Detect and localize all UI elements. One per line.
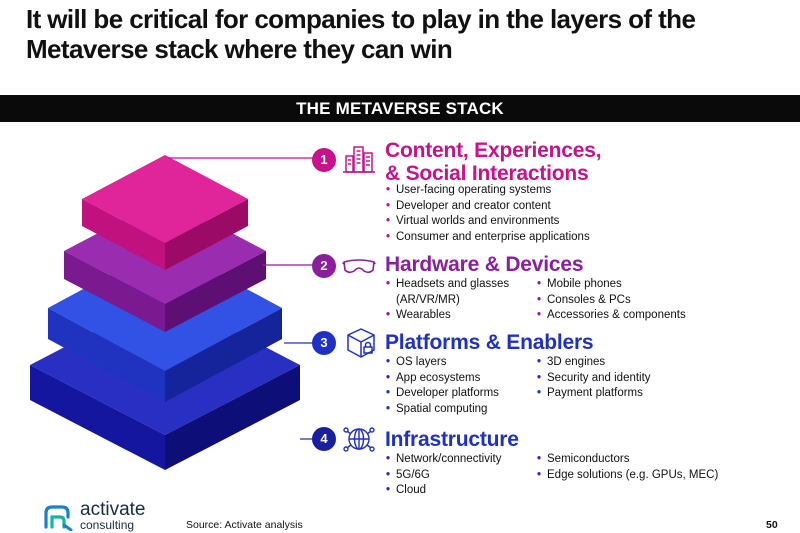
- list-item: App ecosystems: [386, 371, 526, 387]
- city-buildings-icon: [343, 146, 375, 173]
- page-number: 50: [766, 519, 778, 531]
- list-item: Wearables: [386, 308, 526, 324]
- list-item: Developer platforms: [386, 386, 526, 402]
- list-item: 3D engines: [537, 355, 737, 371]
- list-item: Headsets and glasses (AR/VR/MR): [386, 277, 526, 308]
- list-item: Virtual worlds and environments: [386, 214, 646, 230]
- list-item: Semiconductors: [537, 452, 757, 468]
- layer-1-number-badge: 1: [312, 148, 336, 172]
- layer-4-number-badge: 4: [312, 427, 336, 451]
- layer-3-heading: Platforms & Enablers: [385, 331, 594, 354]
- list-item: Consumer and enterprise applications: [386, 230, 646, 246]
- cube-lock-icon: [347, 328, 375, 358]
- layer-2-number-badge: 2: [312, 254, 336, 278]
- layer-4-heading: Infrastructure: [385, 428, 519, 451]
- layer-3-number-badge: 3: [312, 331, 336, 355]
- vr-goggles-icon: [342, 259, 376, 274]
- list-item: Network/connectivity: [386, 452, 526, 468]
- list-item: Mobile phones: [537, 277, 737, 293]
- activate-logo-icon: [44, 505, 73, 531]
- list-item: Developer and creator content: [386, 199, 646, 215]
- section-banner: THE METAVERSE STACK: [0, 95, 800, 122]
- list-item: OS layers: [386, 355, 526, 371]
- layer-2-bullet-list-right: Mobile phones Consoles & PCs Accessories…: [537, 277, 737, 324]
- layer-1-heading-line-1: Content, Experiences,: [385, 139, 602, 162]
- layer-1-bullet-list: User-facing operating systems Developer …: [386, 183, 646, 245]
- stack-slab-1: [82, 155, 248, 270]
- list-item: Edge solutions (e.g. GPUs, MEC): [537, 468, 757, 484]
- list-item: Cloud: [386, 483, 526, 499]
- source-note: Source: Activate analysis: [186, 519, 303, 531]
- list-item: Spatial computing: [386, 402, 526, 418]
- list-item: Consoles & PCs: [537, 293, 737, 309]
- logo-wordmark-activate: activate: [80, 499, 146, 520]
- layer-2-bullet-list-left: Headsets and glasses (AR/VR/MR) Wearable…: [386, 277, 526, 324]
- list-item: Accessories & components: [537, 308, 737, 324]
- layer-3-bullet-list-left: OS layers App ecosystems Developer platf…: [386, 355, 526, 417]
- layer-1-heading-line-2: & Social Interactions: [385, 162, 589, 185]
- layer-4-bullet-list-right: Semiconductors Edge solutions (e.g. GPUs…: [537, 452, 757, 483]
- network-globe-icon: [343, 427, 375, 452]
- page-title: It will be critical for companies to pla…: [26, 4, 696, 64]
- layer-3-bullet-list-right: 3D engines Security and identity Payment…: [537, 355, 737, 402]
- logo-wordmark-consulting: consulting: [80, 518, 135, 532]
- list-item: Security and identity: [537, 371, 737, 387]
- layer-2-heading: Hardware & Devices: [385, 253, 584, 276]
- layer-4-bullet-list-left: Network/connectivity 5G/6G Cloud: [386, 452, 526, 499]
- list-item: Payment platforms: [537, 386, 737, 402]
- list-item: 5G/6G: [386, 468, 526, 484]
- list-item: User-facing operating systems: [386, 183, 646, 199]
